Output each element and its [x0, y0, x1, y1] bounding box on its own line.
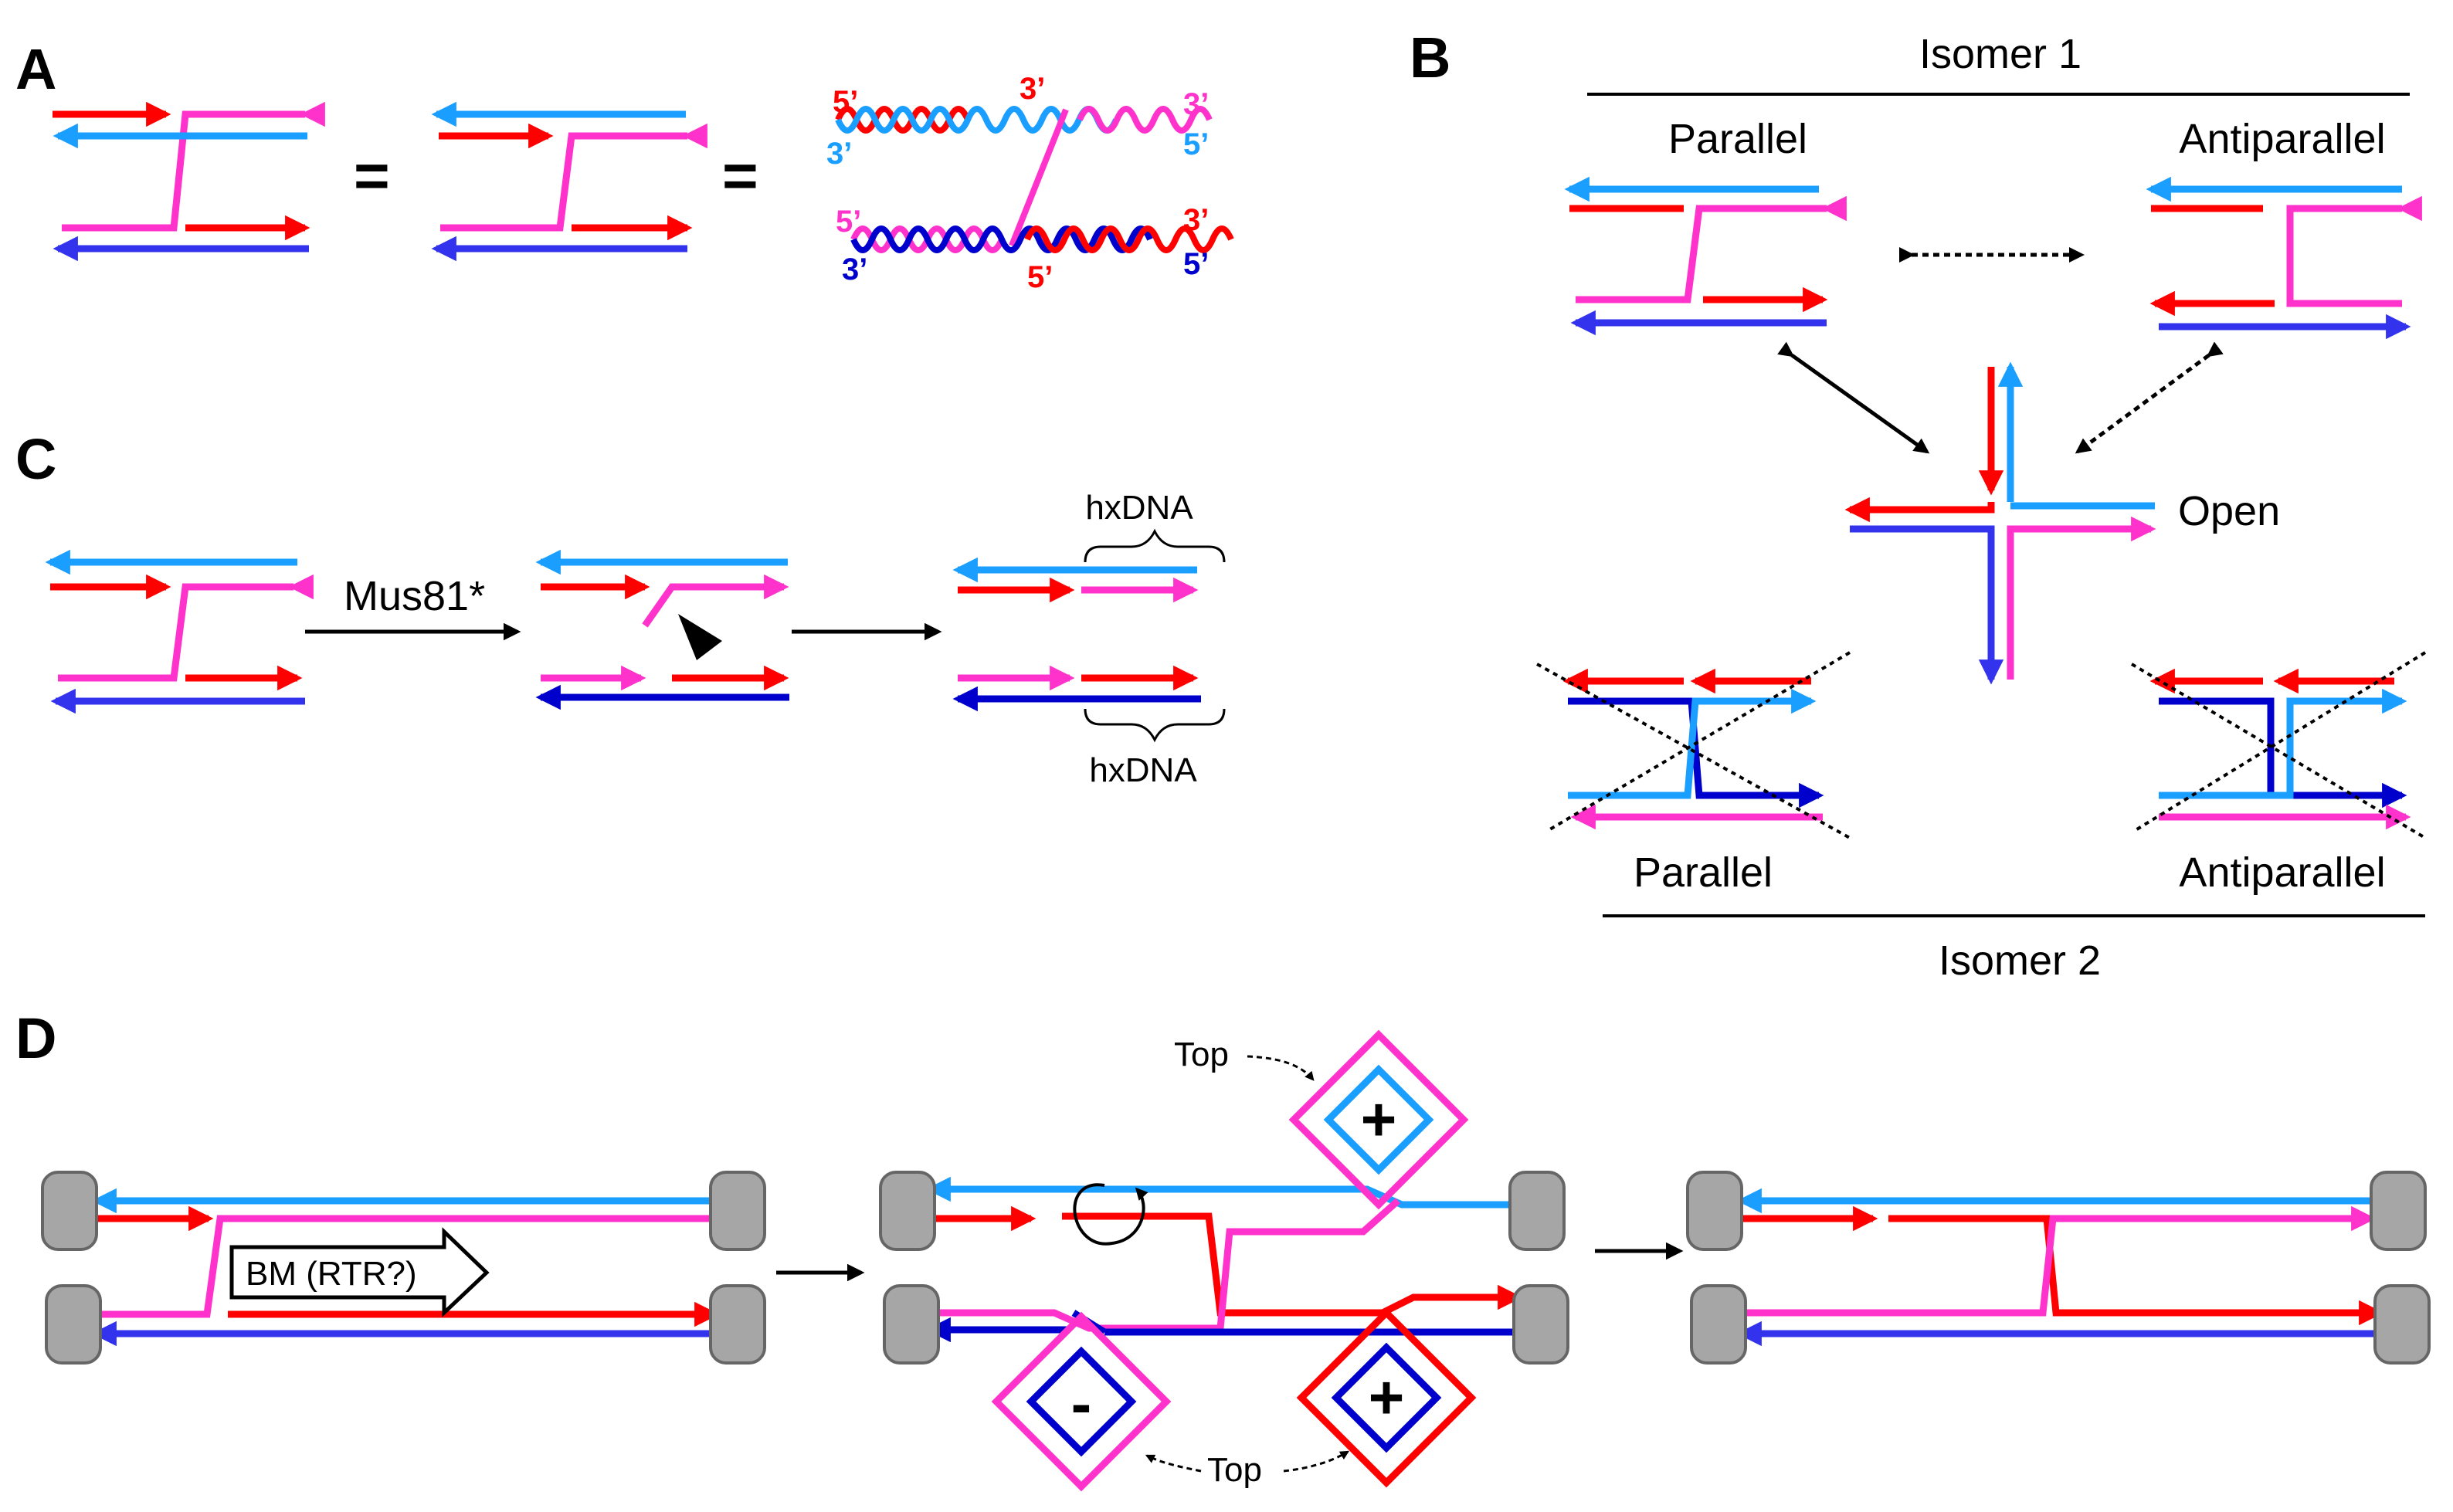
cleavage-arrowhead [678, 614, 722, 660]
panel-c-products [952, 557, 1201, 712]
top-label-upper: Top [1174, 1036, 1229, 1073]
panel-a-helix: 5’ 3’ 3’ 3’ 5’ 5’ 3’ 5’ 3’ 5’ [826, 72, 1234, 294]
equals-sign-1: = [354, 141, 390, 210]
end-label-5-top-left: 5’ [833, 85, 858, 119]
isomer-2-label: Isomer 2 [1939, 937, 2101, 984]
panel-b: B Isomer 1 Parallel Antiparallel [1410, 25, 2427, 984]
double-arrow-dotted-right [2075, 341, 2224, 454]
panel-d-letter: D [15, 1006, 56, 1070]
isomer-1-label: Isomer 1 [1919, 31, 2081, 77]
hxdna-brace-bottom [1084, 708, 1226, 743]
hxdna-brace-top [1084, 528, 1226, 563]
panel-d-stage-1: BM (RTR?) [41, 1171, 766, 1365]
equals-sign-2: = [722, 141, 758, 210]
mus81-label: Mus81* [344, 573, 485, 619]
end-label-5-bottom-left: 5’ [836, 205, 861, 239]
top-label-lower: Top [1207, 1451, 1262, 1489]
isomer-1-antiparallel-label: Antiparallel [2179, 116, 2385, 162]
isomer-2-parallel-label: Parallel [1634, 849, 1773, 896]
isomer-2-parallel-junction [1536, 651, 1851, 839]
open-label: Open [2178, 488, 2280, 534]
panel-b-letter: B [1410, 25, 1450, 90]
branch-migration-label: BM (RTR?) [246, 1255, 417, 1293]
isomer-1-antiparallel-junction [2146, 176, 2422, 340]
panel-c-junction [45, 549, 314, 714]
isomer-2-antiparallel-label: Antiparallel [2179, 849, 2385, 896]
isomer-1-parallel-label: Parallel [1668, 116, 1807, 162]
end-label-5-bottom-right: 5’ [1183, 247, 1209, 281]
isomer-2-antiparallel-junction [2130, 651, 2427, 839]
branch-migration-arrow [229, 1227, 490, 1317]
rotation-arrow [1073, 1183, 1148, 1246]
end-label-3-top-left: 3’ [826, 137, 852, 171]
end-label-3-top-right: 3’ [1183, 87, 1209, 121]
bottom-right-diamond-sign: + [1369, 1363, 1405, 1432]
bottom-left-diamond-sign: - [1071, 1369, 1092, 1438]
hxdna-label-top: hxDNA [1085, 489, 1193, 527]
panel-a: A = = [15, 37, 1234, 294]
end-label-3-bottom-right: 3’ [1183, 203, 1209, 237]
panel-a-junction-1 [53, 101, 325, 262]
isomer-1-parallel-junction [1564, 176, 1847, 336]
panel-a-letter: A [15, 37, 56, 101]
hxdna-label-bottom: hxDNA [1089, 751, 1197, 789]
end-label-5-top-right: 5’ [1183, 127, 1209, 161]
end-label-3-bottom-left: 3’ [842, 253, 867, 286]
panel-c-cleaved-junction [535, 549, 789, 710]
panel-c: C Mus81* h [15, 427, 1226, 789]
open-junction [1844, 361, 2156, 685]
panel-c-letter: C [15, 427, 56, 491]
end-label-5-bottom-middle: 5’ [1027, 260, 1053, 294]
panel-d-stage-3 [1686, 1171, 2431, 1365]
top-diamond-sign: + [1361, 1085, 1397, 1154]
panel-a-junction-2 [431, 101, 707, 262]
double-arrow-solid-left [1777, 341, 1930, 454]
panel-d-stage-2: + - + Top Top [879, 1029, 1569, 1492]
end-label-3-top-middle: 3’ [1020, 72, 1045, 106]
panel-d: D BM (RTR?) [15, 1006, 2431, 1492]
